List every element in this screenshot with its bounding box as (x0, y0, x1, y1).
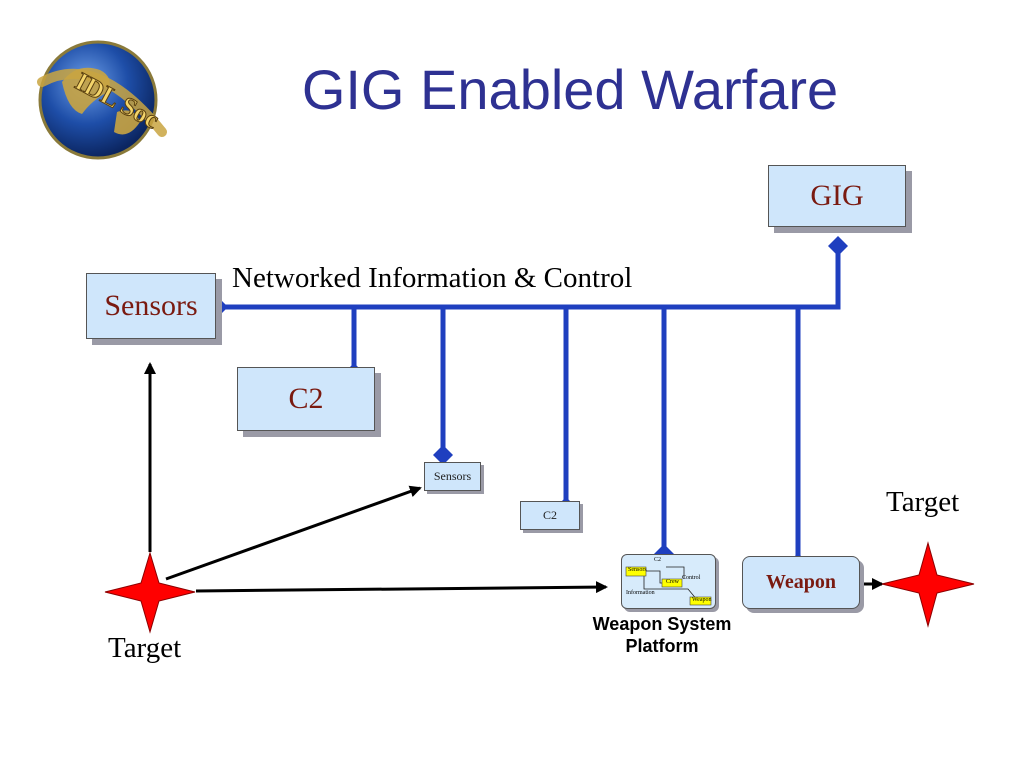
c2-node-label: C2 (288, 382, 324, 415)
c2-small-node-label: C2 (542, 508, 557, 522)
sensors-small-node-label: Sensors (433, 469, 472, 483)
connector-diamond (433, 445, 453, 465)
gig-node: GIG (768, 165, 906, 227)
platform-caption-line2: Platform (625, 636, 699, 656)
arrow-target-to-platform (195, 581, 608, 594)
c2-small-node: C2 (520, 501, 580, 530)
sensors-small-node: Sensors (424, 462, 481, 491)
network-main-line (218, 246, 841, 310)
target-right-star (881, 541, 975, 628)
target-left-label: Target (108, 632, 182, 664)
network-bus (218, 246, 841, 563)
page-title: GIG Enabled Warfare (301, 58, 839, 121)
connector-diamond (828, 236, 848, 256)
platform-inner-weapon: Weapon (692, 597, 712, 603)
platform-caption: Weapon System Platform (566, 613, 758, 657)
platform-inner-sensors: Sensors (628, 567, 647, 573)
platform-inner-c2: C2 (654, 557, 662, 563)
platform-inner-information: Information (626, 590, 655, 596)
sensors-node-label: Sensors (104, 289, 198, 322)
platform-inner-control: Control (682, 575, 701, 581)
target-left-star (104, 551, 196, 634)
globe-logo: IDL Soc (22, 22, 172, 172)
gig-node-label: GIG (810, 179, 864, 212)
weapon-system-platform: Sensors Crew Weapon Control Information … (621, 554, 716, 609)
sensors-node: Sensors (86, 273, 216, 339)
platform-inner-crew: Crew (666, 579, 679, 585)
network-label: Networked Information & Control (232, 262, 633, 294)
weapon-node: Weapon (742, 556, 860, 609)
weapon-node-label: Weapon (765, 571, 837, 593)
target-right-label: Target (886, 486, 960, 518)
arrow-target-to-sensors-small (165, 485, 422, 581)
platform-caption-line1: Weapon System (592, 614, 732, 634)
platform-mini-diagram (625, 566, 712, 606)
c2-node: C2 (237, 367, 375, 431)
